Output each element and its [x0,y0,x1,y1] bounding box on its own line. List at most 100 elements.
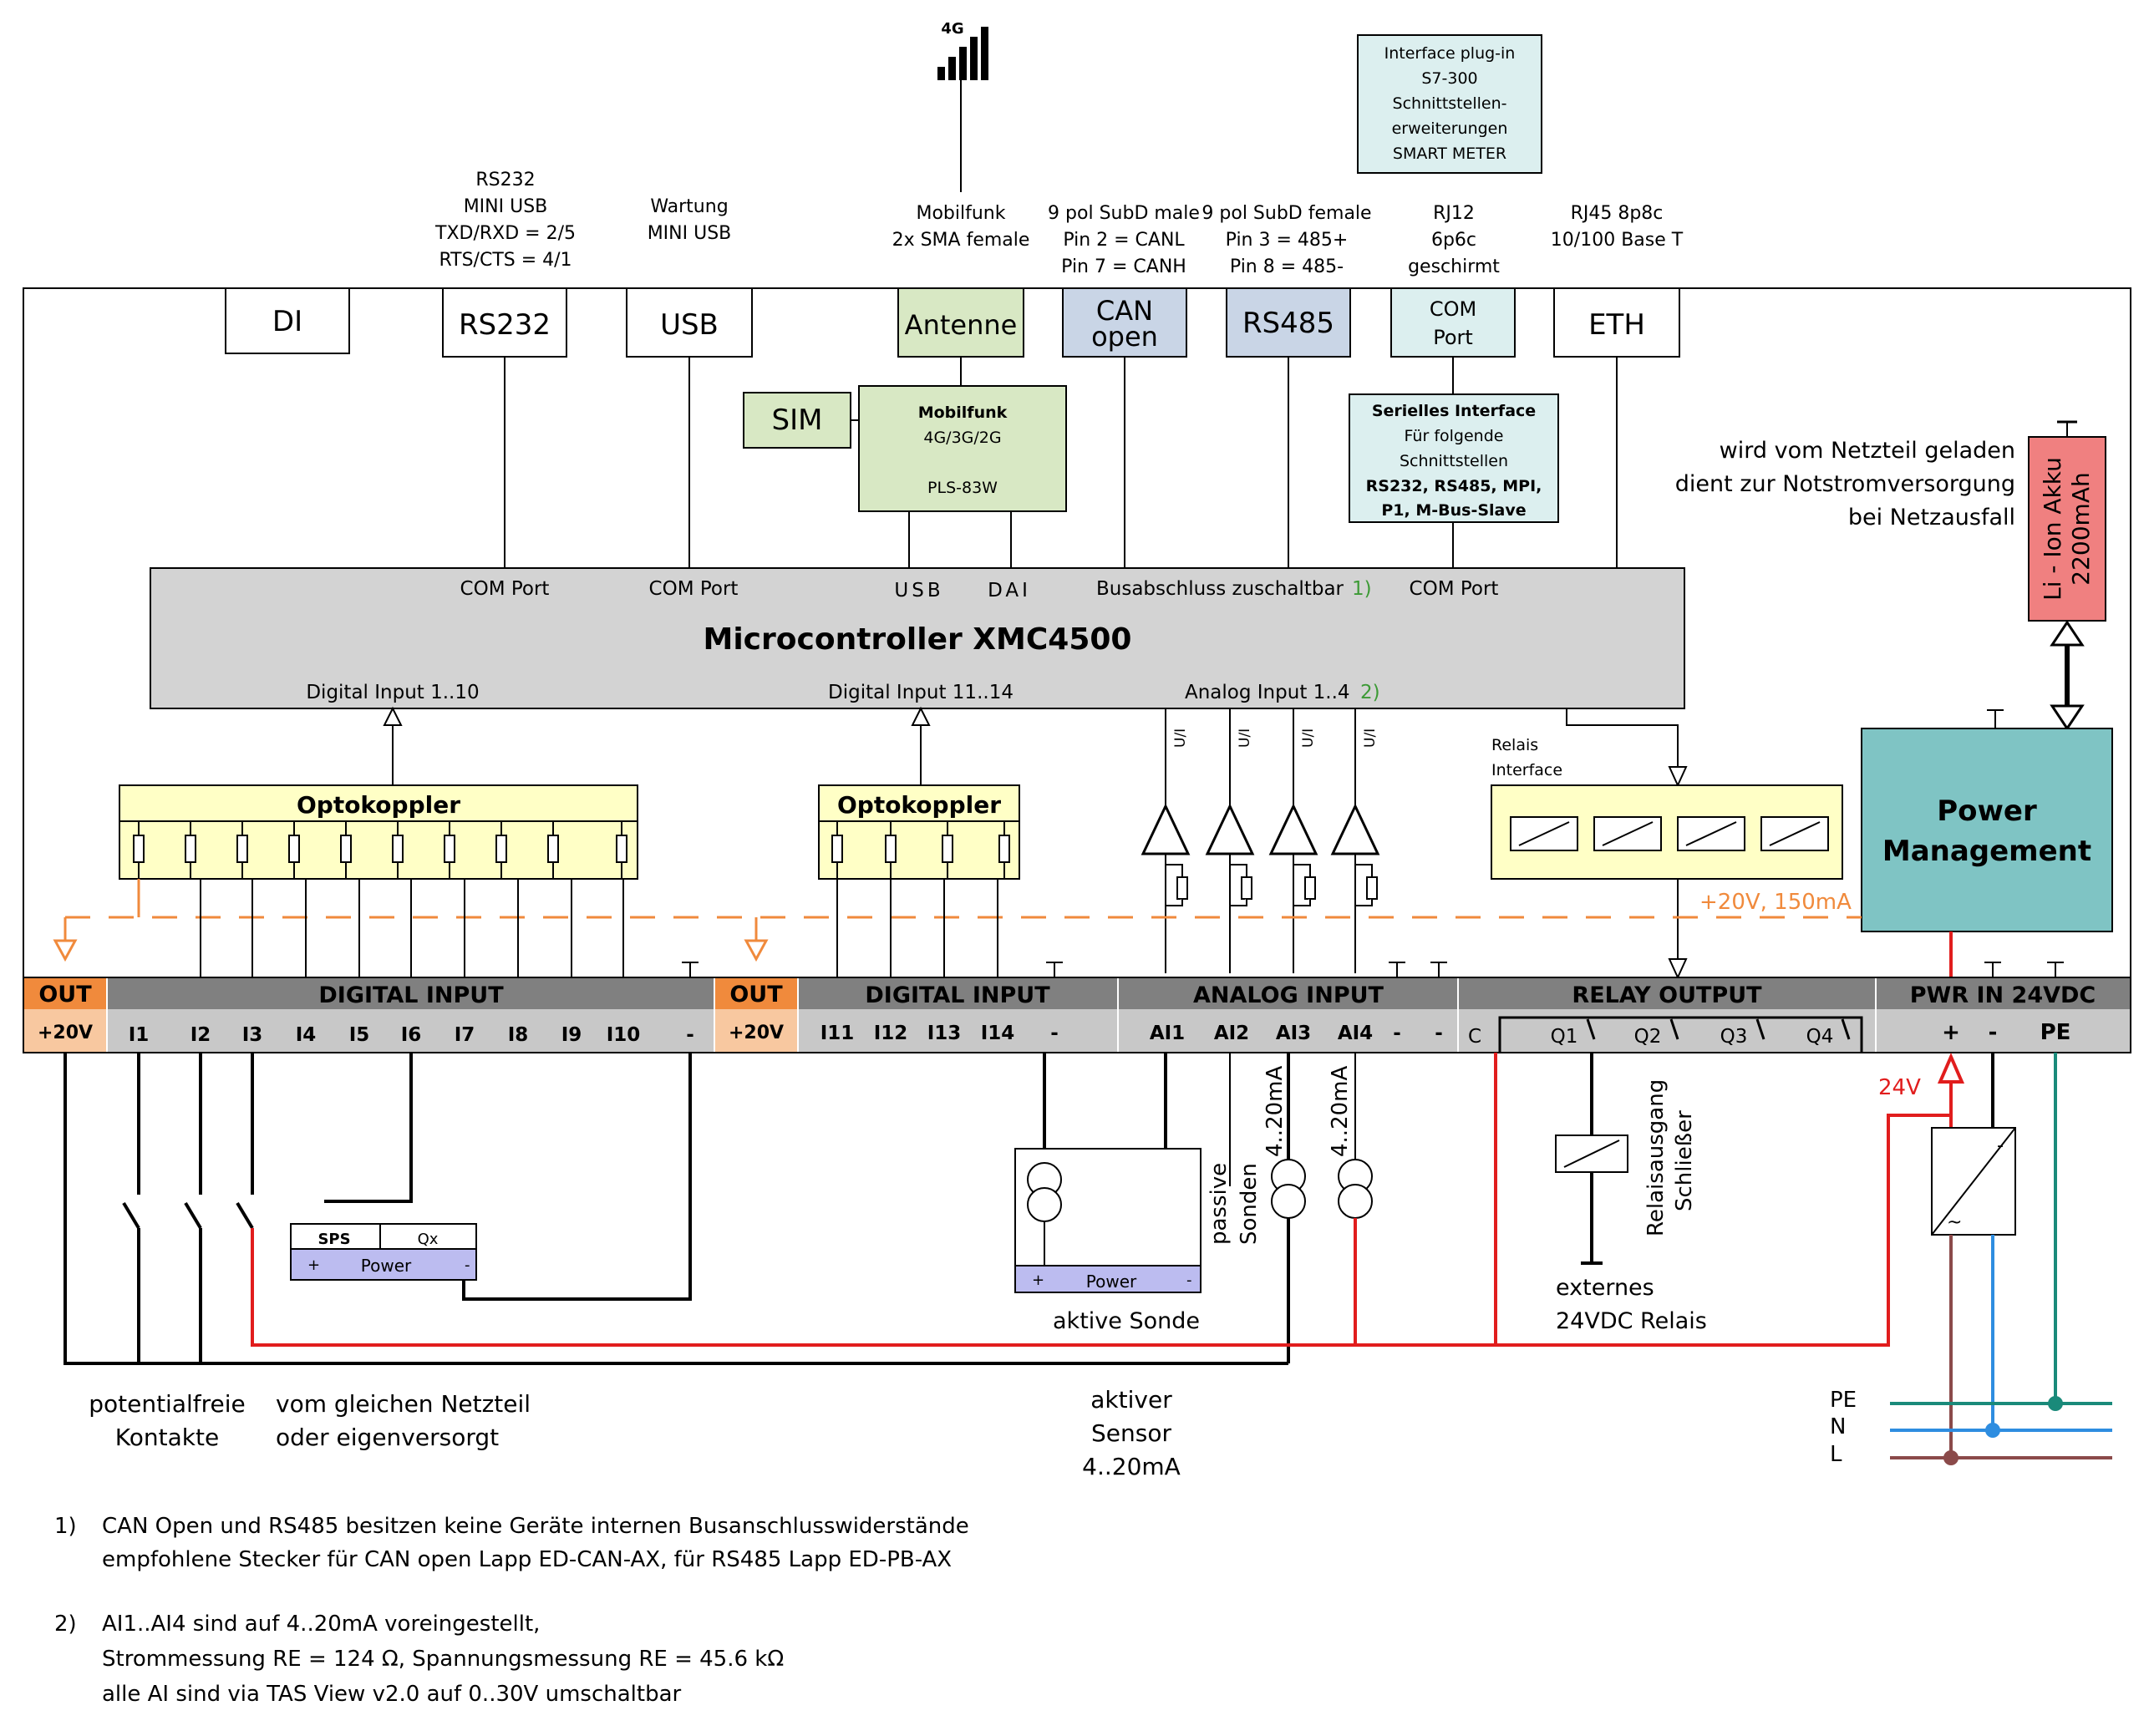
mains-l: L [1830,1442,1842,1467]
plugin-line-5: SMART METER [1393,145,1506,163]
ui-label-3: U/I [1300,728,1317,748]
mobilfunk-module [858,385,1067,512]
sonde-power: Power [1086,1272,1137,1292]
can-desc-3: Pin 7 = CANH [1061,256,1186,277]
mcu-di1: Digital Input 1..10 [306,682,479,703]
optokoppler-2 [818,784,1020,880]
power-mgmt-line-2: Management [1882,835,2091,868]
seriell-line-2: Für folgende [1405,427,1504,445]
connector-di [225,287,350,354]
pin-ai4: AI4 [1338,1023,1373,1044]
plugin-line-4: erweiterungen [1392,119,1508,138]
pin-i6: I6 [401,1024,422,1046]
plugin-line-1: Interface plug-in [1384,44,1516,63]
optokoppler-1-label: Optokoppler [297,791,460,819]
gleichen-2: oder eigenversorgt [276,1424,499,1451]
optokoppler-2-resistors [831,820,1010,879]
relay-contacts [1498,1016,1863,1053]
mcu-dai: DAI [988,580,1031,602]
pe-junction [2048,1396,2063,1411]
l-junction [1943,1450,1958,1465]
rs232-desc-2: MINI USB [464,196,548,217]
pin-minus-2: - [1050,1023,1059,1044]
plugin-line-3: Schnittstellen- [1393,94,1507,113]
mcu-di2: Digital Input 11..14 [828,682,1014,703]
connector-antenne-label: Antenne [905,309,1018,341]
plus20-label-2: +20V [729,1023,784,1043]
battery-note-3: bei Netzausfall [1848,505,2015,530]
aktiver-3: 4..20mA [1082,1453,1181,1480]
passive-sonden-2: Sonden [1237,1163,1262,1245]
pin-pwr-plus: + [1942,1020,1960,1045]
seriell-line-3: Schnittstellen [1400,452,1508,470]
sps-plus: + [307,1256,320,1274]
mcu-usb: USB [894,580,943,602]
pin-minus-1: - [686,1024,694,1046]
out-label-1: OUT [38,982,92,1008]
pin-c: C [1468,1026,1481,1048]
relais-label-1: Relais [1491,736,1538,754]
digital-input-label-2: DIGITAL INPUT [865,982,1050,1008]
note2-line3: alle AI sind via TAS View v2.0 auf 0..30… [102,1682,682,1707]
supply-label: +20V, 150mA [1699,890,1852,915]
relais-label-2: Interface [1491,761,1562,779]
externes-1: externes [1556,1275,1654,1301]
battery-note-2: dient zur Notstromversorgung [1675,471,2015,497]
mcu-note1: 1) [1352,578,1372,600]
pin-i2: I2 [191,1024,211,1046]
connector-can [1062,287,1187,358]
optokoppler-2-label: Optokoppler [837,791,1001,819]
note2-line1: AI1..AI4 sind auf 4..20mA voreingestellt… [102,1612,540,1637]
pin-ai3: AI3 [1276,1023,1311,1044]
connector-rs232 [442,287,567,358]
plus20-label-1: +20V [38,1023,93,1043]
aktiver-2: Sensor [1091,1419,1171,1447]
antenna-desc-2: 2x SMA female [892,230,1030,251]
mobilfunk-line-2: 4G/3G/2G [923,429,1001,447]
analog-input-label: ANALOG INPUT [1193,982,1384,1008]
connector-can-label-2: open [1091,321,1158,353]
pin-i11: I11 [820,1023,855,1044]
seriell-line-5: P1, M-Bus-Slave [1381,501,1526,520]
sim-label: SIM [772,404,823,437]
connector-antenne [897,287,1024,358]
mains-pe: PE [1830,1388,1857,1413]
pin-i1: I1 [129,1024,150,1046]
eth-desc-1: RJ45 8p8c [1571,203,1664,224]
rs485-desc-3: Pin 8 = 485- [1230,256,1344,277]
pin-pwr-pe: PE [2040,1020,2071,1045]
ui-label-1: U/I [1172,728,1189,748]
battery-line-2: 2200mAh [2067,472,2095,585]
connector-eth-label: ETH [1588,308,1645,342]
usb-desc-2: MINI USB [648,223,732,244]
optokoppler-1-resistors [133,820,627,879]
rs232-desc-1: RS232 [475,170,535,190]
potentialfreie-2: Kontakte [115,1424,219,1451]
connector-rs232-label: RS232 [459,308,551,342]
relaisausgang-2: Schließer [1672,1110,1697,1211]
pin-q3: Q3 [1720,1026,1748,1048]
ui-label-2: U/I [1237,728,1253,748]
usb-desc-1: Wartung [650,196,728,217]
relay-output-label: RELAY OUTPUT [1572,982,1762,1008]
interface-plugin-box [1357,34,1542,174]
com-desc-2: 6p6c [1431,230,1476,251]
pin-q4: Q4 [1806,1026,1834,1048]
ma-label-2: 4..20mA [1328,1066,1353,1157]
optokoppler-1 [119,784,638,880]
connector-rs485 [1226,287,1351,358]
microcontroller-box [150,567,1685,709]
mobilfunk-line-3: PLS-83W [927,479,998,497]
passive-sonden-sources [1271,1159,1373,1219]
pin-q1: Q1 [1551,1026,1578,1048]
qx-label: Qx [418,1231,439,1248]
sps-power: Power [361,1256,412,1276]
eth-desc-2: 10/100 Base T [1551,230,1684,251]
relais-coils [1510,816,1829,851]
connector-can-label-1: CAN [1096,295,1153,327]
mobilfunk-line-1: Mobilfunk [918,404,1008,422]
power-management-box [1861,728,2113,932]
n-junction [1985,1423,2000,1438]
